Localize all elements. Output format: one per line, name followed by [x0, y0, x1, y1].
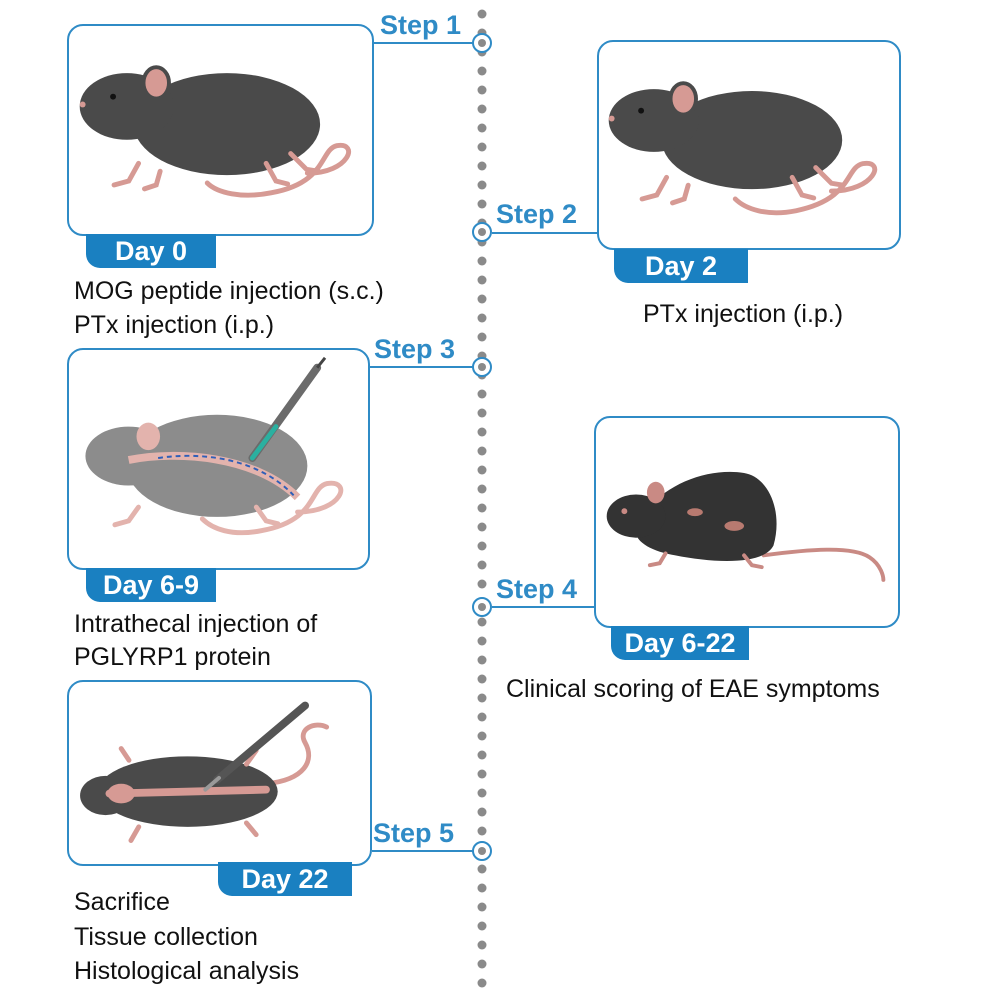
connector-line [370, 366, 474, 368]
step-label: Step 4 [496, 574, 578, 604]
day-badge: Day 6-22 [611, 626, 749, 660]
step-2-panel [597, 40, 901, 250]
step-caption-line: Sacrifice [74, 888, 170, 916]
step-4-panel [594, 416, 900, 628]
timeline-dot [477, 750, 487, 760]
timeline-dot [477, 180, 487, 190]
timeline-dot [477, 66, 487, 76]
timeline-dot [477, 560, 487, 570]
timeline-dot [477, 104, 487, 114]
step-caption-line: MOG peptide injection (s.c.) [74, 277, 384, 305]
timeline-dot [477, 503, 487, 513]
step-5-panel [67, 680, 372, 866]
timeline-dot [477, 484, 487, 494]
timeline-dot [477, 636, 487, 646]
timeline-dot [477, 256, 487, 266]
step-label: Step 3 [374, 334, 456, 364]
timeline-dot [477, 389, 487, 399]
timeline-dot [477, 902, 487, 912]
timeline-dot [477, 921, 487, 931]
step-caption-line: PGLYRP1 protein [74, 643, 271, 671]
step-3-panel [67, 348, 370, 570]
timeline-dot [477, 864, 487, 874]
timeline-dot [477, 693, 487, 703]
connector-line [372, 850, 474, 852]
step-caption-line: Clinical scoring of EAE symptoms [506, 675, 880, 703]
timeline-dot [477, 446, 487, 456]
timeline-dot [477, 142, 487, 152]
mouse-syringe-icon [85, 356, 344, 536]
day-badge: Day 6-9 [86, 568, 216, 602]
mouse-dissection-icon [80, 701, 330, 843]
timeline-dot [477, 940, 487, 950]
step-1-panel [67, 24, 374, 236]
step-label: Step 5 [373, 818, 455, 848]
connector-line [374, 42, 474, 44]
timeline-dot [477, 712, 487, 722]
timeline-dot [477, 465, 487, 475]
mouse-side-icon [79, 65, 351, 198]
timeline-node [472, 597, 492, 617]
step-caption-line: Histological analysis [74, 957, 300, 985]
day-badge: Day 2 [614, 249, 748, 283]
step-caption-line: PTx injection (i.p.) [643, 300, 844, 328]
timeline-dot [477, 313, 487, 323]
timeline-dot [477, 731, 487, 741]
timeline-node [472, 357, 492, 377]
timeline-node [472, 222, 492, 242]
timeline-dot [477, 85, 487, 95]
timeline-dot [477, 978, 487, 988]
day-badge: Day 0 [86, 234, 216, 268]
timeline-dot [477, 332, 487, 342]
step-caption-line: Tissue collection [74, 923, 258, 951]
sick-mouse-icon [606, 471, 886, 582]
timeline-dot [477, 9, 487, 19]
timeline-dot [477, 199, 487, 209]
timeline-dot [477, 161, 487, 171]
timeline-dot [477, 769, 487, 779]
timeline-node [472, 33, 492, 53]
timeline-dot [477, 883, 487, 893]
timeline-dot [477, 826, 487, 836]
connector-line [492, 606, 596, 608]
timeline-node [472, 841, 492, 861]
timeline-dot [477, 408, 487, 418]
timeline-dot [477, 674, 487, 684]
timeline-dot [477, 541, 487, 551]
timeline-dot [477, 655, 487, 665]
day-badge: Day 22 [218, 862, 352, 896]
step-caption-line: PTx injection (i.p.) [74, 311, 275, 339]
timeline-dot [477, 617, 487, 627]
timeline-dot [477, 959, 487, 969]
timeline-dot [477, 294, 487, 304]
timeline-dot [477, 275, 487, 285]
step-label: Step 1 [380, 10, 462, 40]
step-label: Step 2 [496, 199, 578, 229]
mouse-side-icon [608, 81, 878, 216]
timeline-dot [477, 788, 487, 798]
timeline-dot [477, 427, 487, 437]
timeline-dot [477, 123, 487, 133]
timeline-dot [477, 807, 487, 817]
step-caption-line: Intrathecal injection of [74, 610, 318, 638]
connector-line [492, 232, 598, 234]
timeline-dot [477, 522, 487, 532]
timeline-dot [477, 579, 487, 589]
